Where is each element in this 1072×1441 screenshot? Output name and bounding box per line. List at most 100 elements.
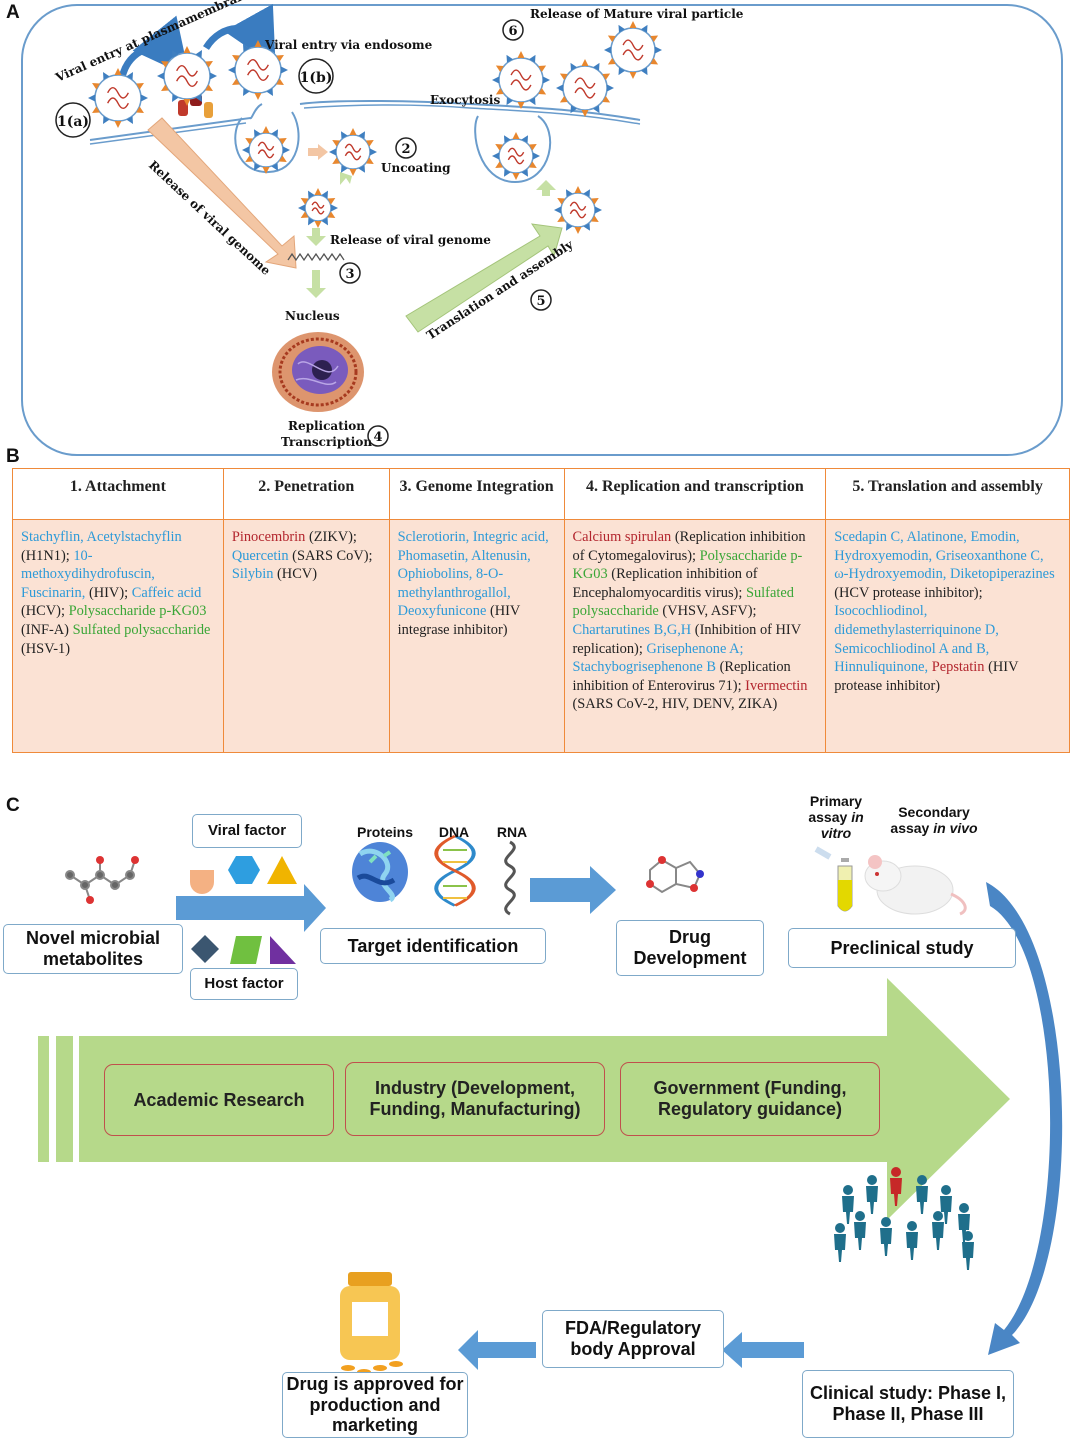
- panel-label-b: B: [6, 446, 20, 467]
- virus-spike: [528, 144, 537, 151]
- person-icon: [932, 1211, 944, 1250]
- step-circle-1b: 1(b): [298, 58, 334, 94]
- virus-spike: [254, 162, 261, 171]
- virus-spike: [271, 129, 278, 138]
- virus-particle: [492, 132, 540, 180]
- uncoating-label: Uncoating: [381, 161, 451, 175]
- exocytosis-up-arrow: [536, 180, 556, 196]
- virus-genome: [574, 77, 596, 99]
- to-genome-arrow: [340, 172, 352, 185]
- compound-run: Pinocembrin: [231, 529, 306, 545]
- proteins-label: Proteins: [356, 824, 413, 840]
- virus-spike: [574, 227, 582, 234]
- virus-spike: [528, 97, 536, 106]
- exocytosis-invagination: [474, 115, 552, 184]
- virus-spike: [172, 50, 179, 58]
- virus-spike: [183, 46, 191, 53]
- virus-spike: [332, 157, 341, 164]
- compound-run: (HIV);: [85, 584, 132, 601]
- virus-spike: [276, 78, 284, 85]
- clinical-people-group: [834, 1167, 974, 1270]
- exocytosis-label: Exocytosis: [430, 93, 500, 107]
- virus-spike: [655, 46, 662, 54]
- virus-spike: [583, 189, 590, 198]
- virus-spike: [172, 94, 179, 102]
- virus-spike: [533, 152, 540, 160]
- novel-metabolites-box: Novel microbial metabolites: [3, 924, 183, 974]
- rna-label: RNA: [496, 824, 528, 840]
- virus-spike: [618, 67, 626, 76]
- virus-spike: [329, 148, 336, 156]
- virus-genome: [257, 141, 275, 159]
- primary-assay-in-vitro: in vitro: [820, 809, 864, 842]
- virus-particle: [556, 59, 614, 117]
- virus-spike: [341, 131, 348, 140]
- virus-spike: [228, 66, 235, 74]
- virus-spike: [262, 167, 270, 174]
- virus-spike: [210, 72, 217, 80]
- compound-run: (SARS CoV);: [288, 547, 373, 564]
- virus-spike: [512, 173, 520, 180]
- cell-genome-integration: Sclerotiorin, Integric acid, Phomasetin,…: [388, 519, 565, 753]
- step-2-label: 2: [401, 142, 410, 157]
- green-arrow-stripe-1: [38, 1036, 49, 1162]
- genome-down-arrow: [306, 228, 326, 246]
- rna-strand-image: [504, 840, 516, 916]
- compound-run: (HSV-1): [21, 640, 71, 657]
- nucleus-label: Nucleus: [285, 309, 340, 323]
- virus-spike: [650, 35, 659, 43]
- academic-research-box: Academic Research: [104, 1064, 334, 1136]
- virus-spike: [495, 144, 504, 151]
- virus-spike: [559, 73, 568, 81]
- virus-spike: [126, 72, 133, 80]
- person-icon: [906, 1221, 918, 1260]
- virus-spike: [161, 84, 169, 91]
- virus-spike: [195, 94, 202, 102]
- release-genome-label: Release of viral genome: [330, 233, 491, 247]
- compound-run: (Inhibition of HIV replication);: [572, 621, 801, 657]
- person-icon: [834, 1223, 846, 1262]
- step-4-label: 4: [373, 430, 382, 445]
- antiviral-compounds-table: 1. Attachment 2. Penetration 3. Genome I…: [12, 468, 1070, 753]
- virus-spike: [590, 198, 599, 205]
- virus-spike: [538, 87, 547, 95]
- virus-spike: [538, 65, 547, 73]
- virus-spike: [495, 161, 504, 168]
- compound-run: Chartarutines B,G,H: [572, 621, 692, 638]
- compound-run: Scedapin C, Alatinone, Emodin, Hydroxyem…: [834, 529, 1055, 583]
- host-factor-right-triangle: [270, 936, 296, 964]
- compound-run: (SARS CoV-2, HIV, DENV, ZIKA): [572, 696, 778, 713]
- virus-spike: [321, 190, 328, 199]
- virus-spike: [278, 155, 287, 162]
- virus-particle: [242, 126, 290, 174]
- virus-spike: [556, 84, 563, 92]
- virus-particle: [88, 68, 148, 128]
- virus-genome: [344, 143, 362, 161]
- virus-spike: [205, 61, 213, 68]
- virus-spike: [195, 50, 202, 58]
- virus-spike: [557, 198, 566, 205]
- compound-run: (ZIKV);: [305, 529, 357, 545]
- virus-spike: [254, 93, 262, 100]
- virus-spike: [183, 99, 191, 106]
- virus-spike: [243, 44, 250, 52]
- virus-spike: [629, 21, 637, 28]
- compound-run: (Replication inhibition of Encephalomyoc…: [572, 566, 758, 601]
- virus-spike: [136, 83, 144, 90]
- target-identification-box: Target identification: [320, 928, 546, 964]
- virus-spike: [581, 110, 589, 117]
- industry-box: Industry (Development, Funding, Manufact…: [345, 1062, 605, 1136]
- virus-particle: [492, 51, 550, 109]
- person-icon: [940, 1185, 952, 1224]
- virus-spike: [327, 198, 336, 205]
- virus-spike: [528, 54, 536, 63]
- virus-spike: [254, 40, 262, 47]
- virus-particle: [554, 186, 602, 234]
- cell-penetration: Pinocembrin (ZIKV); Quercetin (SARS CoV)…: [222, 519, 390, 753]
- viral-genome-rna: [287, 252, 345, 262]
- virus-spike: [349, 169, 357, 176]
- virus-spike: [604, 46, 611, 54]
- virus-spike: [266, 44, 273, 52]
- step-1b-label: 1(b): [300, 70, 333, 86]
- header-genome-integration: 3. Genome Integration: [388, 468, 565, 520]
